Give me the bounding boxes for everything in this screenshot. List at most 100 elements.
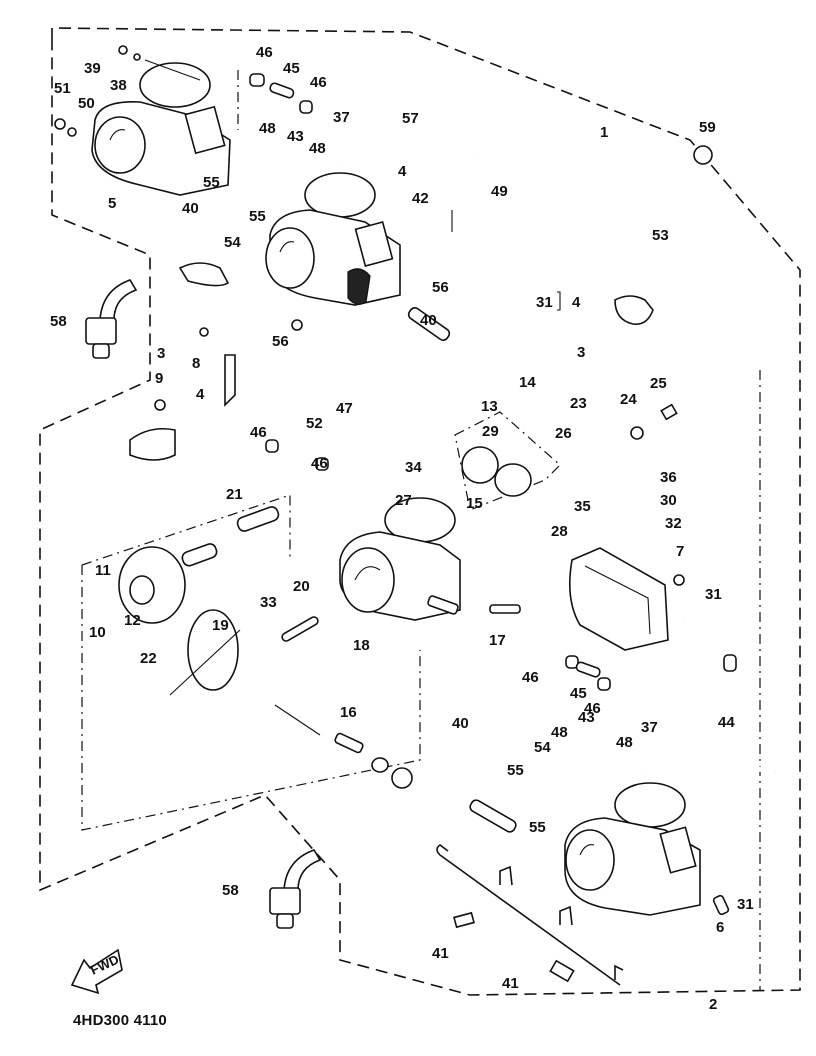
callout-55: 55 bbox=[529, 819, 546, 836]
callout-25: 25 bbox=[650, 375, 667, 392]
callout-11: 11 bbox=[95, 562, 111, 579]
callout-19: 19 bbox=[212, 617, 229, 634]
callout-9: 9 bbox=[155, 370, 163, 387]
callout-35: 35 bbox=[574, 498, 591, 515]
needle-jet-assembly bbox=[274, 704, 413, 789]
callout-46: 46 bbox=[250, 424, 267, 441]
callout-36: 36 bbox=[660, 469, 677, 486]
callout-24: 24 bbox=[620, 391, 637, 408]
callout-43: 43 bbox=[287, 128, 304, 145]
callout-17: 17 bbox=[489, 632, 506, 649]
callout-45: 45 bbox=[283, 60, 300, 77]
callout-3: 3 bbox=[157, 345, 165, 362]
carburetor-top-left bbox=[91, 59, 231, 196]
float-chamber bbox=[568, 547, 669, 651]
callout-57: 57 bbox=[402, 110, 419, 127]
carburetor-bottom-right bbox=[564, 782, 701, 916]
callout-42: 42 bbox=[412, 190, 429, 207]
callout-13: 13 bbox=[481, 398, 498, 415]
callout-4: 4 bbox=[196, 386, 205, 403]
callout-59: 59 bbox=[699, 119, 716, 136]
callout-56: 56 bbox=[272, 333, 289, 350]
callout-18: 18 bbox=[353, 637, 370, 654]
callout-4: 4 bbox=[398, 163, 407, 180]
callout-16: 16 bbox=[340, 704, 357, 721]
callout-31: 31 bbox=[536, 294, 553, 311]
callout-5: 5 bbox=[108, 195, 116, 212]
callout-27: 27 bbox=[395, 492, 412, 509]
small-fasteners bbox=[54, 45, 730, 916]
callout-31: 31 bbox=[737, 896, 754, 913]
bracket-mark bbox=[557, 291, 561, 311]
callout-21: 21 bbox=[226, 486, 243, 503]
callout-47: 47 bbox=[336, 400, 353, 417]
float bbox=[454, 411, 561, 511]
callout-8: 8 bbox=[192, 355, 200, 372]
callout-46: 46 bbox=[256, 44, 273, 61]
callout-28: 28 bbox=[551, 523, 568, 540]
callout-29: 29 bbox=[482, 423, 499, 440]
callout-43: 43 bbox=[578, 709, 595, 726]
callout-30: 30 bbox=[660, 492, 677, 509]
callout-3: 3 bbox=[577, 344, 585, 361]
callout-34: 34 bbox=[405, 459, 422, 476]
callout-38: 38 bbox=[110, 77, 127, 94]
callout-39: 39 bbox=[84, 60, 101, 77]
callout-49: 49 bbox=[491, 183, 508, 200]
elbow-fittings bbox=[85, 279, 322, 929]
choke-cable bbox=[451, 210, 654, 326]
callout-41: 41 bbox=[502, 975, 519, 992]
callout-46: 46 bbox=[584, 700, 601, 717]
callout-53: 53 bbox=[652, 227, 669, 244]
callout-41: 41 bbox=[432, 945, 449, 962]
callout-48: 48 bbox=[259, 120, 276, 137]
callout-37: 37 bbox=[333, 109, 350, 126]
callout-14: 14 bbox=[519, 374, 536, 391]
callout-48: 48 bbox=[309, 140, 326, 157]
callout-50: 50 bbox=[78, 95, 95, 112]
callout-54: 54 bbox=[224, 234, 241, 251]
callout-22: 22 bbox=[140, 650, 157, 667]
callout-6: 6 bbox=[716, 919, 724, 936]
callout-48: 48 bbox=[616, 734, 633, 751]
callout-40: 40 bbox=[452, 715, 469, 732]
callout-12: 12 bbox=[124, 612, 141, 629]
callout-37: 37 bbox=[641, 719, 658, 736]
callout-40: 40 bbox=[420, 312, 437, 329]
hoses bbox=[337, 150, 776, 930]
callout-56: 56 bbox=[432, 279, 449, 296]
carburetor-top-center bbox=[265, 172, 401, 306]
callout-31: 31 bbox=[705, 586, 722, 603]
callout-55: 55 bbox=[507, 762, 524, 779]
callout-51: 51 bbox=[54, 80, 71, 97]
callout-33: 33 bbox=[260, 594, 277, 611]
callout-7: 7 bbox=[676, 543, 684, 560]
assembly-boundary bbox=[39, 27, 801, 996]
fwd-direction-marker: FWD bbox=[70, 948, 123, 995]
callout-54: 54 bbox=[534, 739, 551, 756]
callout-1: 1 bbox=[600, 124, 608, 141]
callout-46: 46 bbox=[311, 455, 328, 472]
drawing-code: 4HD300 4110 bbox=[73, 1012, 167, 1029]
callout-23: 23 bbox=[570, 395, 587, 412]
callout-40: 40 bbox=[182, 200, 199, 217]
callout-52: 52 bbox=[306, 415, 323, 432]
callout-58: 58 bbox=[50, 313, 67, 330]
diaphragm-assembly bbox=[81, 494, 421, 831]
callout-15: 15 bbox=[466, 495, 483, 512]
callout-55: 55 bbox=[249, 208, 266, 225]
callout-2: 2 bbox=[709, 996, 717, 1013]
callout-46: 46 bbox=[310, 74, 327, 91]
link-bar bbox=[436, 844, 624, 986]
callout-44: 44 bbox=[718, 714, 735, 731]
callout-10: 10 bbox=[89, 624, 106, 641]
callout-58: 58 bbox=[222, 882, 239, 899]
callout-32: 32 bbox=[665, 515, 682, 532]
callout-4: 4 bbox=[572, 294, 581, 311]
callout-20: 20 bbox=[293, 578, 310, 595]
callout-45: 45 bbox=[570, 685, 587, 702]
callout-26: 26 bbox=[555, 425, 572, 442]
callout-48: 48 bbox=[551, 724, 568, 741]
